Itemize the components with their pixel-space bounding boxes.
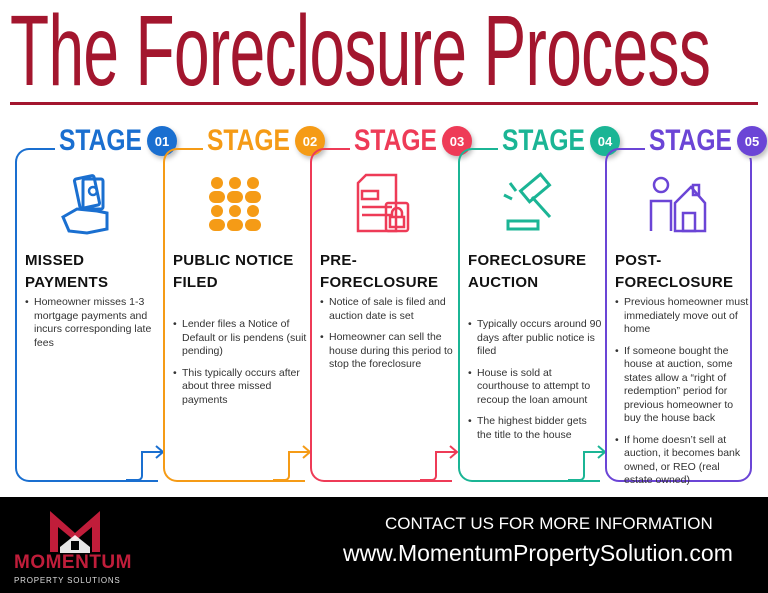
bullet-item: If home doesn’t sell at auction, it beco…: [615, 434, 750, 488]
stage-card: STAGE 05 POST-FORECLOSURE Previous homeo…: [605, 124, 768, 486]
arrow-right-icon: [126, 445, 165, 481]
bullet-item: Typically occurs around 90 days after pu…: [468, 318, 603, 359]
stage-heading: PUBLIC NOTICE FILED: [173, 252, 294, 291]
arrow-right-icon: [273, 445, 312, 481]
stage-heading: MISSED PAYMENTS: [25, 252, 109, 291]
stage-card: STAGE 04 FORECLOSURE AUCTION Typically o…: [458, 124, 624, 482]
stage-bullets: Previous homeowner must immediately move…: [615, 296, 750, 496]
stage-header: STAGE 02: [203, 124, 329, 158]
title-underline: [10, 102, 758, 105]
bullet-item: Lender files a Notice of Default or lis …: [173, 318, 308, 359]
footer: MOMENTUM PROPERTY SOLUTIONS CONTACT US F…: [0, 497, 768, 593]
stage-number-badge: 05: [737, 126, 767, 156]
bullet-item: Homeowner misses 1-3 mortgage payments a…: [25, 296, 160, 350]
stage-label: STAGE: [207, 124, 290, 157]
stage-bullets: Lender files a Notice of Default or lis …: [173, 318, 308, 415]
stage-bullets: Homeowner misses 1-3 mortgage payments a…: [25, 296, 160, 358]
bullet-item: This typically occurs after about three …: [173, 367, 308, 408]
stage-heading: PRE-FORECLOSURE: [320, 252, 439, 291]
contact-text: CONTACT US FOR MORE INFORMATION: [385, 514, 713, 533]
stage-label: STAGE: [502, 124, 585, 157]
stage-number-badge: 01: [147, 126, 177, 156]
bullet-item: Previous homeowner must immediately move…: [615, 296, 750, 337]
gavel-icon: [503, 172, 552, 231]
stage-header: STAGE 03: [350, 124, 476, 158]
stage-heading: POST-FORECLOSURE: [615, 252, 734, 291]
people-group-icon: [209, 177, 261, 231]
stage-bullets: Typically occurs around 90 days after pu…: [468, 318, 603, 450]
arrow-right-icon: [568, 445, 607, 481]
bullet-item: The highest bidder gets the title to the…: [468, 415, 603, 442]
stage-bullets: Notice of sale is filed and auction date…: [320, 296, 455, 380]
stage-card: STAGE 02 PUBLIC NOTICE FILED Lender file…: [163, 124, 329, 482]
brand-subtitle: PROPERTY SOLUTIONS: [14, 576, 121, 585]
bullet-item: Notice of sale is filed and auction date…: [320, 296, 455, 323]
stage-header: STAGE 04: [498, 124, 624, 158]
bullet-item: Homeowner can sell the house during this…: [320, 331, 455, 372]
stage-label: STAGE: [59, 124, 142, 157]
person-house-icon: [649, 176, 707, 233]
stage-card: STAGE 03 PRE-FORECLOSURE Notice of sale …: [310, 124, 476, 482]
page-title: The Foreclosure Process: [10, 0, 711, 107]
stage-header: STAGE 01: [55, 124, 181, 158]
bullet-item: House is sold at courthouse to attempt t…: [468, 367, 603, 408]
bullet-item: If someone bought the house at auction, …: [615, 345, 750, 426]
stage-label: STAGE: [354, 124, 437, 157]
arrow-right-icon: [420, 445, 459, 481]
stage-heading: FORECLOSURE AUCTION: [468, 252, 587, 291]
stage-label: STAGE: [649, 124, 732, 157]
stage-header: STAGE 05: [645, 124, 768, 158]
money-hand-icon: [61, 174, 109, 235]
legal-documents-icon: [356, 173, 410, 233]
momentum-logo-icon: [50, 511, 100, 553]
brand-name: MOMENTUM: [14, 552, 132, 573]
website-link[interactable]: www.MomentumPropertySolution.com: [343, 540, 733, 566]
stage-card: STAGE 01 MISSED PAYMENTS Homeowner misse…: [15, 124, 181, 482]
